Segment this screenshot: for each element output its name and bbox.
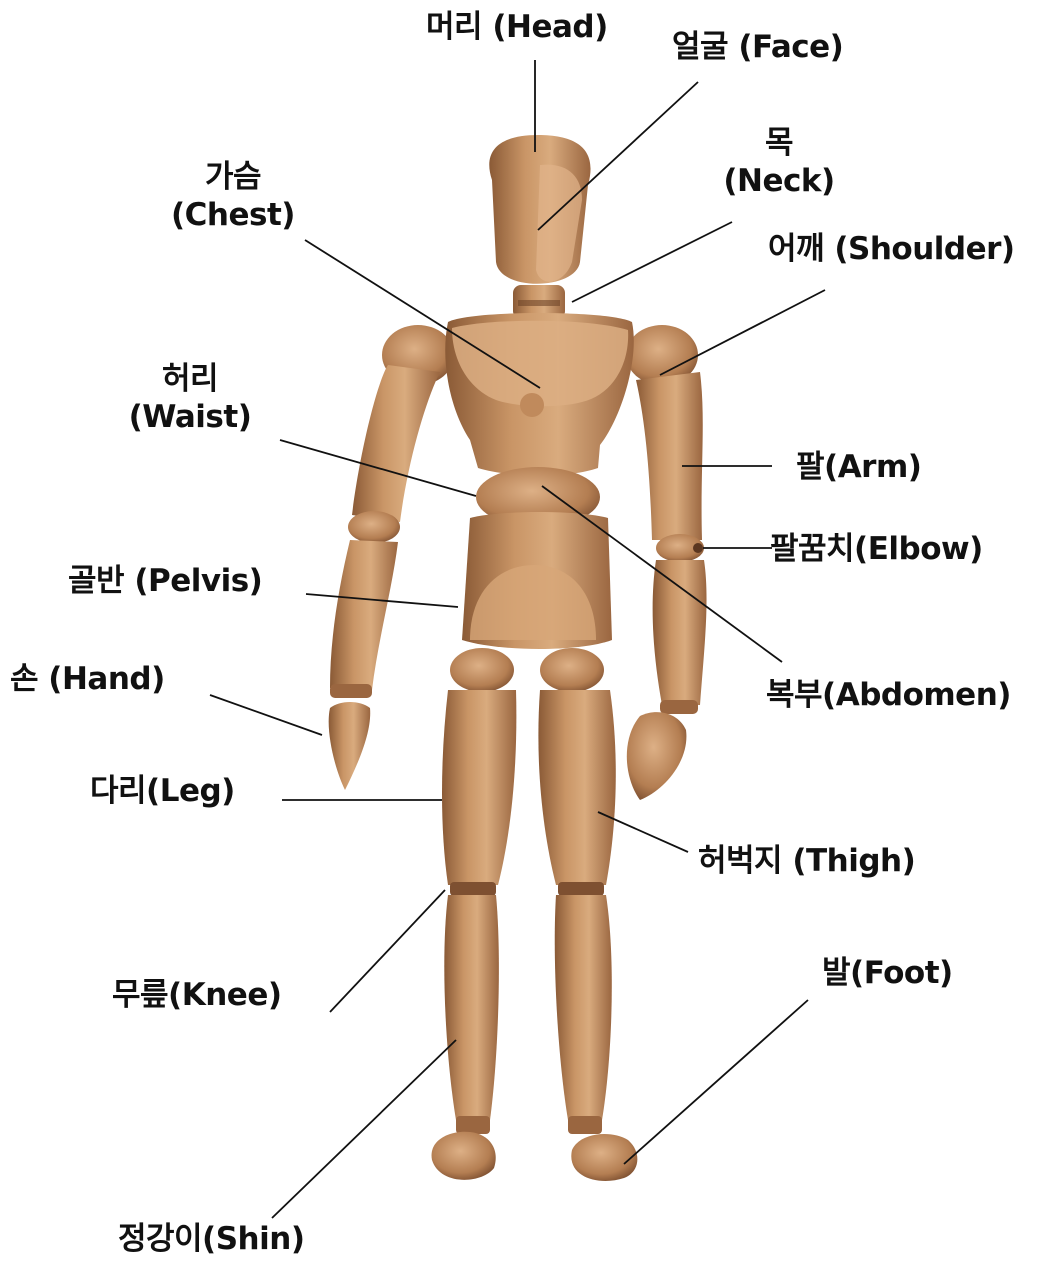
label-foot: 발(Foot) (822, 954, 953, 992)
left-forearm (330, 540, 398, 690)
right-ankle (568, 1116, 602, 1134)
sternum-knob (520, 393, 544, 417)
label-chest-ko: 가슴 (166, 158, 300, 196)
label-shoulder: 어깨 (Shoulder) (768, 230, 1015, 268)
label-face: 얼굴 (Face) (672, 28, 843, 66)
left-upper-arm (352, 365, 440, 522)
leader-line-knee (330, 890, 445, 1012)
left-foot (432, 1132, 496, 1180)
label-waist: 허리 (Waist) (122, 360, 258, 436)
left-hand (329, 702, 371, 790)
label-pelvis: 골반 (Pelvis) (68, 562, 262, 600)
leader-line-foot (624, 1000, 808, 1164)
leader-line-hand (210, 695, 322, 735)
label-shin: 정강이(Shin) (118, 1220, 305, 1258)
left-hip-joint (450, 648, 514, 692)
left-thigh (442, 690, 516, 885)
label-head: 머리 (Head) (426, 8, 608, 46)
label-neck-ko: 목 (720, 124, 838, 162)
left-shin (444, 895, 499, 1120)
right-elbow-pin (693, 543, 703, 553)
leader-line-neck (572, 222, 732, 302)
right-thigh (538, 690, 615, 885)
neck-joint-band (518, 300, 560, 306)
left-wrist (330, 684, 372, 698)
left-elbow-joint (348, 511, 400, 543)
label-leg: 다리(Leg) (90, 772, 235, 810)
label-hand: 손 (Hand) (10, 660, 165, 698)
label-thigh: 허벅지 (Thigh) (698, 842, 915, 880)
leader-line-shin (272, 1040, 456, 1218)
label-elbow: 팔꿈치(Elbow) (770, 530, 983, 568)
label-neck-en: (Neck) (720, 162, 838, 200)
label-arm: 팔(Arm) (796, 448, 921, 486)
label-waist-en: (Waist) (122, 398, 258, 436)
right-upper-arm (636, 372, 703, 540)
right-hip-joint (540, 648, 604, 692)
label-neck: 목 (Neck) (720, 124, 838, 200)
right-knee-joint (558, 882, 604, 896)
right-shin (555, 895, 612, 1120)
label-chest: 가슴 (Chest) (166, 158, 300, 234)
right-foot (571, 1134, 637, 1181)
right-hand (627, 712, 687, 800)
label-waist-ko: 허리 (122, 360, 258, 398)
label-abdomen: 복부(Abdomen) (766, 676, 1011, 714)
right-wrist (660, 700, 698, 714)
left-ankle (456, 1116, 490, 1134)
left-knee-joint (450, 882, 496, 896)
right-forearm (653, 560, 707, 705)
label-knee: 무릎(Knee) (112, 976, 282, 1014)
label-chest-en: (Chest) (166, 196, 300, 234)
